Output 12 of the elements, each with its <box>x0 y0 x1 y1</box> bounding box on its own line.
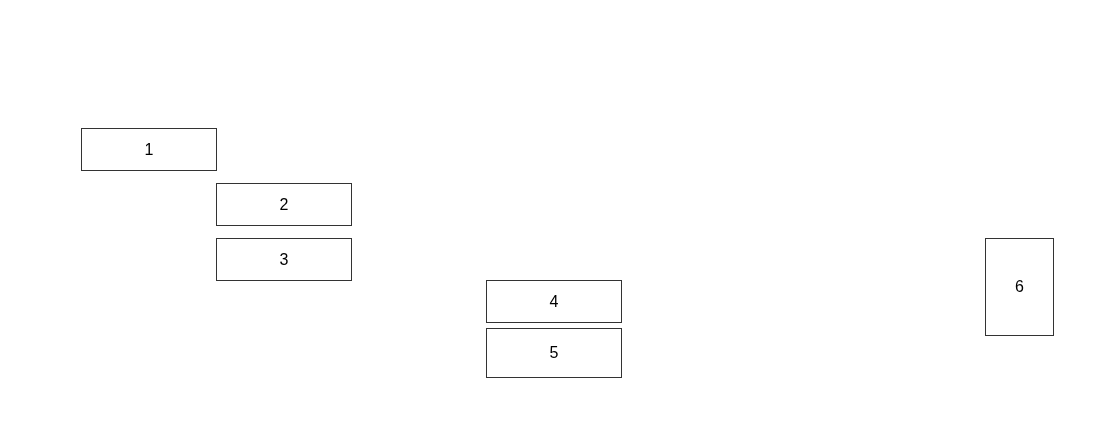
process-box <box>486 280 622 323</box>
box-label: 6 <box>1015 278 1024 296</box>
process-box <box>985 238 1054 336</box>
process-box <box>216 183 352 226</box>
box-label: 1 <box>144 140 154 159</box>
process-box <box>216 238 352 281</box>
box-label: 5 <box>549 344 559 362</box>
box-label: 4 <box>549 292 559 311</box>
box-label: 2 <box>279 195 289 214</box>
process-box <box>81 128 217 171</box>
process-box <box>486 328 622 378</box>
box-label: 3 <box>279 250 289 269</box>
